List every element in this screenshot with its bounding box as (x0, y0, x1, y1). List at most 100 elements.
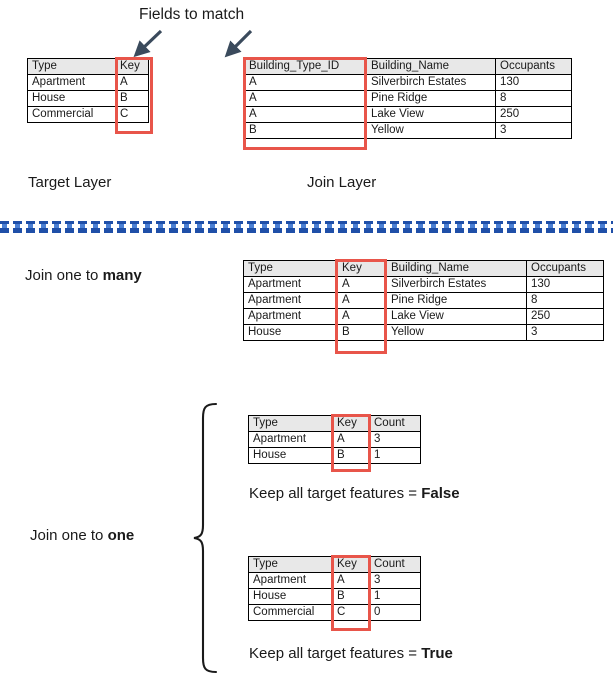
cell: 3 (369, 431, 421, 448)
cell: 3 (369, 572, 421, 589)
table-header-row: Type Key Building_Name Occupants (243, 260, 604, 277)
cell: A (115, 74, 149, 91)
cell: 0 (369, 604, 421, 621)
cell: A (244, 74, 367, 91)
cell: 1 (369, 588, 421, 605)
one-to-many-table-wrap: Type Key Building_Name Occupants Apartme… (243, 260, 604, 341)
cell: Apartment (248, 431, 333, 448)
table-row: House B (27, 90, 149, 107)
join-one-to-many-label: Join one to many (25, 268, 142, 283)
keep-all-false-prefix: Keep all target features = (249, 485, 422, 502)
column-header: Occupants (526, 260, 604, 277)
one-to-one-false-table-wrap: Type Key Count Apartment A 3 House B 1 (248, 415, 421, 464)
cell: A (337, 292, 387, 309)
column-header: Occupants (495, 58, 572, 75)
cell: C (115, 106, 149, 123)
cell: Yellow (366, 122, 496, 139)
cell: B (332, 447, 370, 464)
join-one-to-many-prefix: Join one to (25, 267, 103, 284)
keep-all-false-value: False (421, 485, 460, 502)
cell: 250 (495, 106, 572, 123)
cell: A (332, 431, 370, 448)
column-header: Key (337, 260, 387, 277)
column-header: Type (243, 260, 338, 277)
join-one-to-one-prefix: Join one to (30, 527, 108, 544)
cell: Apartment (243, 276, 338, 293)
table-row: Commercial C (27, 106, 149, 123)
cell: 3 (526, 324, 604, 341)
table-row: House B Yellow 3 (243, 324, 604, 341)
cell: House (248, 588, 333, 605)
one-to-one-true-table-wrap: Type Key Count Apartment A 3 House B 1 C… (248, 556, 421, 621)
column-header: Type (27, 58, 116, 75)
keep-all-false-caption: Keep all target features = False (249, 486, 460, 501)
cell: A (337, 308, 387, 325)
table-header-row: Type Key Count (248, 556, 421, 573)
column-header: Count (369, 415, 421, 432)
cell: C (332, 604, 370, 621)
cell: Pine Ridge (366, 90, 496, 107)
cell: 130 (526, 276, 604, 293)
cell: Lake View (386, 308, 527, 325)
table-header-row: Building_Type_ID Building_Name Occupants (244, 58, 572, 75)
table-row: Apartment A Lake View 250 (243, 308, 604, 325)
table-row: House B 1 (248, 588, 421, 605)
keep-all-true-prefix: Keep all target features = (249, 645, 422, 662)
table-row: Apartment A Silverbirch Estates 130 (243, 276, 604, 293)
cell: A (244, 106, 367, 123)
column-header: Count (369, 556, 421, 573)
column-header: Building_Name (386, 260, 527, 277)
column-header: Key (115, 58, 149, 75)
table-row: A Pine Ridge 8 (244, 90, 572, 107)
table-header-row: Type Key Count (248, 415, 421, 432)
join-layer-caption: Join Layer (307, 174, 377, 191)
cell: Commercial (27, 106, 116, 123)
one-to-many-table: Type Key Building_Name Occupants Apartme… (243, 260, 604, 341)
arrow-to-target-key (133, 29, 163, 58)
cell: House (243, 324, 338, 341)
column-header: Building_Type_ID (244, 58, 367, 75)
one-to-one-true-table: Type Key Count Apartment A 3 House B 1 C… (248, 556, 421, 621)
cell: B (115, 90, 149, 107)
table-row: Commercial C 0 (248, 604, 421, 621)
cell: Lake View (366, 106, 496, 123)
cell: 250 (526, 308, 604, 325)
keep-all-true-caption: Keep all target features = True (249, 646, 453, 661)
cell: B (332, 588, 370, 605)
column-header: Type (248, 556, 333, 573)
one-to-one-false-table: Type Key Count Apartment A 3 House B 1 (248, 415, 421, 464)
cell: 1 (369, 447, 421, 464)
cell: A (337, 276, 387, 293)
cell: 8 (526, 292, 604, 309)
table-row: Apartment A 3 (248, 431, 421, 448)
column-header: Key (332, 556, 370, 573)
target-layer-table: Type Key Apartment A House B Commercial … (27, 58, 149, 123)
cell: B (244, 122, 367, 139)
cell: Commercial (248, 604, 333, 621)
cell: House (248, 447, 333, 464)
table-row: Apartment A (27, 74, 149, 91)
column-header: Type (248, 415, 333, 432)
table-row: A Lake View 250 (244, 106, 572, 123)
join-one-to-many-emphasis: many (102, 267, 142, 284)
target-layer-caption: Target Layer (28, 174, 112, 191)
cell: 3 (495, 122, 572, 139)
keep-all-true-value: True (421, 645, 453, 662)
cell: 130 (495, 74, 572, 91)
section-divider (0, 221, 613, 233)
column-header: Building_Name (366, 58, 496, 75)
cell: Apartment (243, 292, 338, 309)
cell: Apartment (27, 74, 116, 91)
join-layer-table-wrap: Building_Type_ID Building_Name Occupants… (244, 58, 572, 139)
target-layer-table-wrap: Type Key Apartment A House B Commercial … (27, 58, 149, 123)
table-row: House B 1 (248, 447, 421, 464)
cell: B (337, 324, 387, 341)
cell: Pine Ridge (386, 292, 527, 309)
table-header-row: Type Key (27, 58, 149, 75)
join-one-to-one-label: Join one to one (30, 528, 134, 543)
curly-brace-one-to-one (193, 402, 218, 674)
table-row: Apartment A Pine Ridge 8 (243, 292, 604, 309)
join-layer-table: Building_Type_ID Building_Name Occupants… (244, 58, 572, 139)
column-header: Key (332, 415, 370, 432)
cell: A (244, 90, 367, 107)
